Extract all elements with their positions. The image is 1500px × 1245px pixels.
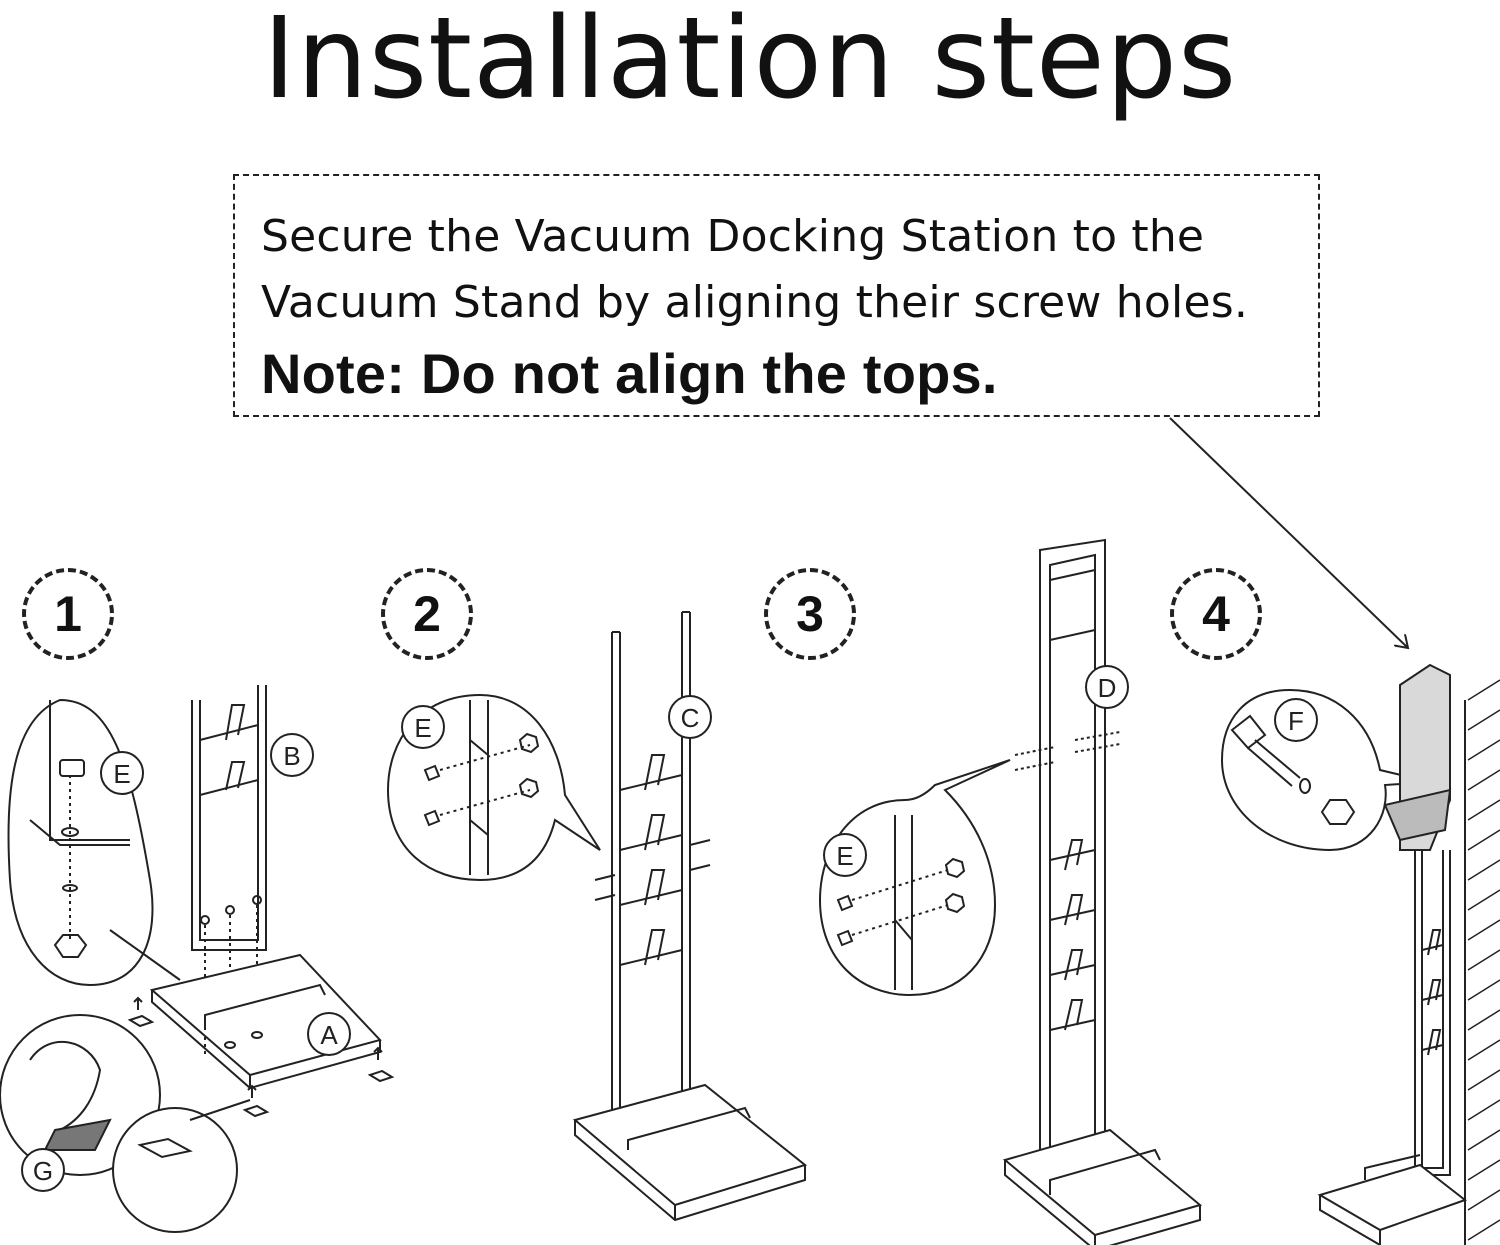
step-1-illustration: [0, 685, 392, 1232]
step-3-zoom-bubble: [820, 760, 1010, 995]
label-a: A: [320, 1020, 338, 1050]
label-e1: E: [113, 759, 130, 789]
note-pointer-arrow: [1170, 418, 1408, 648]
label-c: C: [681, 703, 700, 733]
label-e3: E: [836, 841, 853, 871]
base-a: [152, 955, 380, 1075]
step-1-pad-bubble: [113, 1108, 237, 1232]
step-3-illustration: [820, 540, 1200, 1245]
label-f: F: [1288, 706, 1304, 736]
step-1-zoom-bubble: [8, 700, 152, 985]
label-g: G: [33, 1156, 53, 1186]
stand-base-3: [1005, 1130, 1200, 1235]
stand-base-2: [575, 1085, 805, 1205]
upright-c: [612, 612, 690, 1120]
step-4-illustration: [1222, 665, 1500, 1245]
label-e2: E: [414, 713, 431, 743]
label-b: B: [283, 741, 300, 771]
step-2-illustration: [388, 612, 805, 1220]
label-d: D: [1098, 673, 1117, 703]
